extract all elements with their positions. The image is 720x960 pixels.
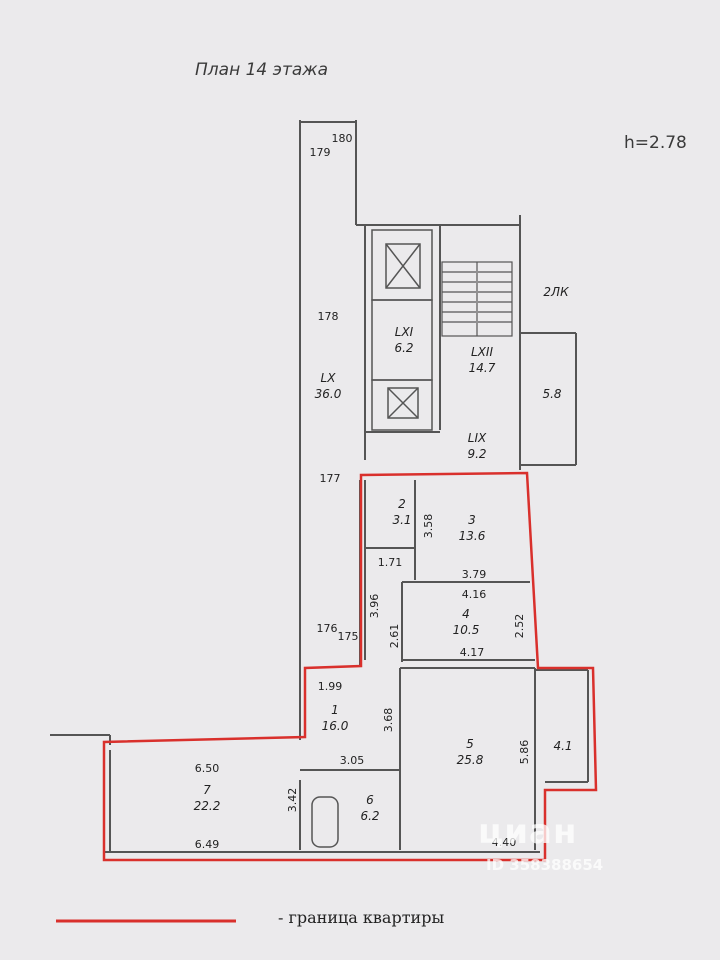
room-1-number: 1: [331, 703, 339, 717]
plan-title: План 14 этажа: [195, 60, 329, 80]
dim-3-68: 3.68: [382, 708, 395, 733]
room-7-number: 7: [203, 783, 211, 797]
dim-6-50: 6.50: [195, 762, 220, 775]
dim-177: 177: [320, 472, 341, 485]
room-6-area: 6.2: [360, 809, 379, 823]
common-area-lxii-area: 14.7: [469, 361, 496, 375]
room-2-number: 2: [398, 497, 406, 511]
room-7-area: 22.2: [194, 799, 221, 813]
balcony-area: 4.1: [553, 739, 572, 753]
dim-179: 179: [310, 146, 331, 159]
common-area-lix-name: LIX: [468, 431, 487, 445]
dim-6-49: 6.49: [195, 838, 220, 851]
common-area-lx-area: 36.0: [315, 387, 342, 401]
dim-3-79: 3.79: [462, 568, 487, 581]
apartment-interior-walls: [105, 480, 589, 853]
dim-180: 180: [332, 132, 353, 145]
dim-178: 178: [318, 310, 339, 323]
staircase: [441, 261, 513, 337]
dim-2-52: 2.52: [513, 614, 526, 639]
dim-4-40: 4.40: [492, 836, 517, 849]
dim-4-16: 4.16: [462, 588, 487, 601]
common-area-lxi-area: 6.2: [394, 341, 413, 355]
bathtub-icon: [311, 796, 339, 848]
elevator-shafts: [371, 229, 433, 431]
dim-3-96: 3.96: [368, 594, 381, 619]
stair-label: 2ЛК: [543, 285, 569, 299]
room-6-number: 6: [366, 793, 374, 807]
room-4-number: 4: [462, 607, 470, 621]
building-walls: [50, 120, 577, 745]
room-5-number: 5: [466, 737, 474, 751]
room-1-area: 16.0: [322, 719, 349, 733]
dim-3-58: 3.58: [422, 514, 435, 539]
watermark-brand: циан: [478, 812, 578, 852]
dim-1-71: 1.71: [378, 556, 403, 569]
apartment-boundary: [102, 471, 598, 862]
room-3-area: 13.6: [459, 529, 486, 543]
common-area-lxii-name: LXII: [471, 345, 493, 359]
common-area-lix-area: 9.2: [467, 447, 486, 461]
ceiling-height: h=2.78: [624, 133, 687, 153]
common-area-lxi-name: LXI: [395, 325, 414, 339]
common-area-lx-name: LX: [321, 371, 337, 385]
dim-2-61: 2.61: [388, 624, 401, 649]
dim-3-42: 3.42: [286, 788, 299, 813]
dim-4-17: 4.17: [460, 646, 485, 659]
legend-label: - граница квартиры: [278, 908, 445, 927]
dim-1-99: 1.99: [318, 680, 343, 693]
dim-175: 175: [338, 630, 359, 643]
dim-176: 176: [317, 622, 338, 635]
dim-5-86: 5.86: [518, 740, 531, 765]
room-4-area: 10.5: [453, 623, 480, 637]
room-2-area: 3.1: [392, 513, 411, 527]
dim-3-05: 3.05: [340, 754, 365, 767]
room-5-area: 25.8: [457, 753, 484, 767]
watermark-id: ID 358388654: [486, 856, 604, 874]
room-3-number: 3: [468, 513, 476, 527]
balcony-common-area: 5.8: [542, 387, 561, 401]
